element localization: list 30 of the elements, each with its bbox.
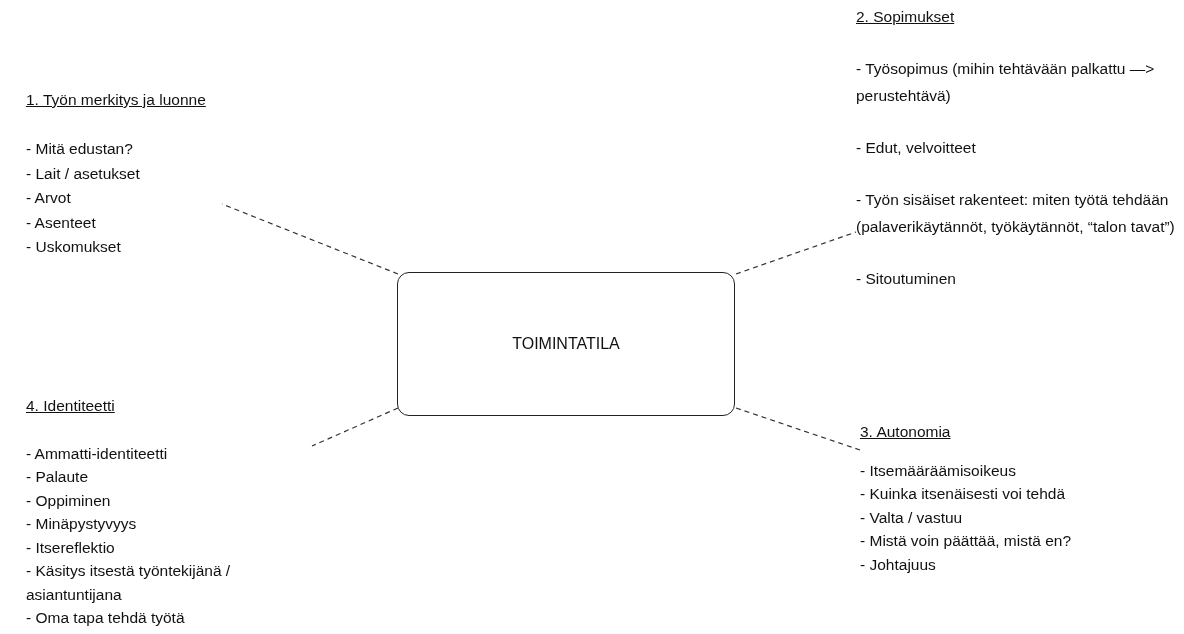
list-item: - Arvot <box>26 188 72 208</box>
list-item: - Johtajuus <box>860 554 937 575</box>
list-item: - Minäpystyvyys <box>26 514 138 534</box>
section-heading: 4. Identiteetti <box>26 396 115 416</box>
list-item: - Käsitys itsestä työntekijänä / asiantuntijana <box>26 561 232 605</box>
list-item: - Mitä edustan? <box>26 139 134 159</box>
dashed-connector <box>311 407 399 447</box>
box-label: TOIMINTATILA <box>512 335 620 353</box>
list-item: - Lait / asetukset <box>26 163 141 184</box>
list-item: - Kuinka itsenäisesti voi tehdä <box>860 484 1067 504</box>
list-item: - Valta / vastuu <box>860 507 964 528</box>
list-item: - Oppiminen <box>26 490 112 511</box>
section-heading: 2. Sopimukset <box>856 7 955 27</box>
section-heading: 1. Työn merkitys ja luonne <box>26 90 206 110</box>
list-item: - Ammatti-identiteetti <box>26 443 169 464</box>
list-item: - Mistä voin päättää, mistä en? <box>860 531 1073 551</box>
list-item: - Itsemääräämisoikeus <box>860 460 1017 481</box>
list-item: - Edut, velvoitteet <box>856 138 977 158</box>
list-item: - Itsereflektio <box>26 537 116 558</box>
list-item: - Palaute <box>26 467 90 487</box>
rounded-box <box>397 272 735 416</box>
list-item: - Uskomukset <box>26 237 122 257</box>
section-heading: 3. Autonomia <box>860 422 951 442</box>
dashed-connector <box>735 231 857 275</box>
list-item: - Työn sisäiset rakenteet: miten työtä tehdään (palaverikäytännöt, työkäytännöt, “talon tavat”) <box>856 190 1176 237</box>
list-item: - Asenteet <box>26 212 97 233</box>
list-item: - Oma tapa tehdä työtä <box>26 608 186 628</box>
list-item: - Sitoutuminen <box>856 268 957 289</box>
list-item: - Työsopimus (mihin tehtävään palkattu —> perustehtävä) <box>856 59 1156 106</box>
dashed-connector <box>735 407 861 451</box>
